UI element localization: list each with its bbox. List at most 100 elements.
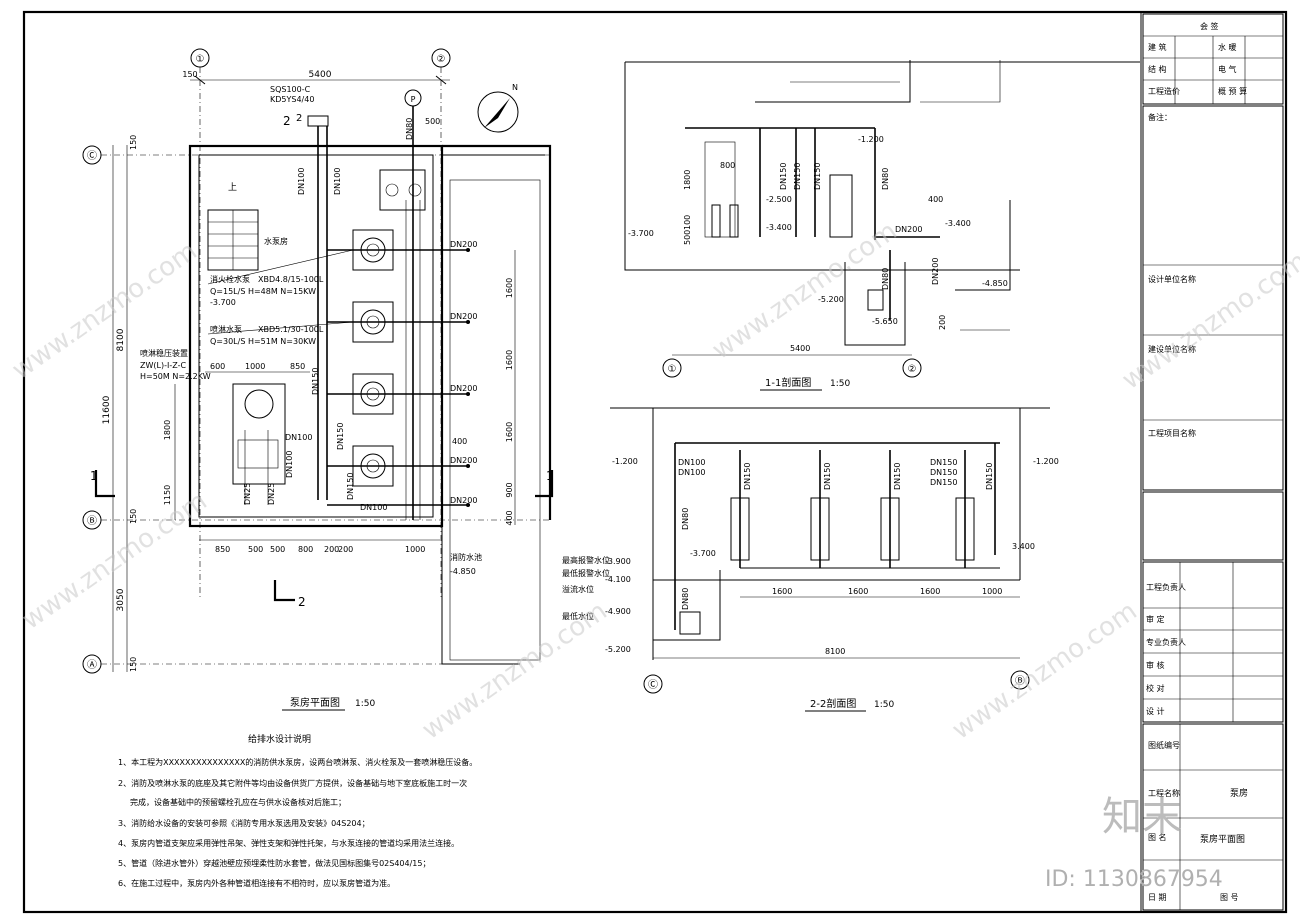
dim-3050: 3050: [116, 588, 126, 611]
title-block: 会 签 建 筑 水 暖 结 构 电 气 工程造价 概 预 算 备注： 设计单位名…: [1142, 13, 1284, 911]
s22-pipe-dn150a: DN150: [743, 463, 752, 490]
pipe-dn200-d: DN200: [450, 456, 477, 465]
note-5: 5、管道（除进水管外）穿越池壁应预埋柔性防水套管，做法见国标图集号02S404/…: [118, 858, 431, 868]
svg-text:2: 2: [298, 595, 306, 609]
stair-up: 上: [228, 182, 237, 193]
svg-text:www.znzmo.com: www.znzmo.com: [1117, 246, 1300, 396]
pump3-label: 喷淋稳压装置: [140, 348, 188, 358]
tb-header: 会 签: [1200, 21, 1219, 31]
dim-b-200a: 200: [324, 545, 339, 554]
tb-project: 泵房: [1230, 787, 1248, 799]
svg-text:工程负责人: 工程负责人: [1146, 582, 1186, 592]
s22-title: 2-2剖面图: [810, 697, 856, 710]
s22-pipe-dn150c: DN150: [893, 463, 902, 490]
s11-dim-800: 800: [720, 161, 735, 170]
valve-model: SQS100-C: [270, 85, 311, 94]
s22-pipe-dn150d: DN150: [930, 458, 957, 467]
s22-dim-1600c: 1600: [920, 587, 940, 596]
svg-text:图 名: 图 名: [1148, 832, 1167, 842]
dim-1150: 1150: [163, 485, 172, 505]
svg-text:结 构: 结 构: [1148, 64, 1167, 74]
svg-text:水 暖: 水 暖: [1218, 42, 1237, 52]
pressure-tank: [232, 383, 286, 485]
svg-text:①: ①: [668, 364, 677, 375]
dim-r-1600a: 1600: [505, 278, 514, 298]
s22-pipe-dn100a: DN100: [678, 458, 705, 467]
pipe-dn200-e: DN200: [450, 496, 477, 505]
dim-400: 400: [452, 437, 467, 446]
dim-b-500a: 500: [248, 545, 263, 554]
tb-drawing-name: 泵房平面图: [1200, 833, 1245, 845]
s11-elev-5200: -5.200: [818, 295, 844, 304]
svg-text:工程造价: 工程造价: [1148, 86, 1180, 96]
s22-pipe-dn150f: DN150: [930, 478, 957, 487]
pipe-dn100-b: DN100: [333, 168, 342, 195]
dim-r-900: 900: [505, 482, 514, 497]
svg-text:②: ②: [908, 364, 917, 375]
s22-note-4: 最低水位: [562, 611, 594, 621]
svg-text:审 核: 审 核: [1146, 660, 1165, 670]
svg-text:1: 1: [546, 469, 554, 483]
s11-dim-400: 400: [928, 195, 943, 204]
north-arrow-icon: N: [477, 83, 519, 133]
svg-text:日 期: 日 期: [1148, 893, 1167, 902]
s11-elev-3400b: -3.400: [945, 219, 971, 228]
pipe-dn200-a: DN200: [450, 240, 477, 249]
s22-elev-1200b: -1.200: [1033, 457, 1059, 466]
title-block-frame: [1140, 11, 1287, 913]
s11-scale: 1:50: [830, 379, 850, 389]
svg-text:概 预 算: 概 预 算: [1218, 86, 1247, 96]
section-1-1: 800 1800 100 500 400 200 -3.700 -2.500 -…: [624, 60, 1140, 391]
svg-text:www.znzmo.com: www.znzmo.com: [417, 596, 613, 746]
pipe-dn100-c: DN100: [360, 503, 387, 512]
svg-text:1: 1: [90, 469, 98, 483]
svg-text:N: N: [512, 83, 518, 92]
pipe-dn100-a: DN100: [297, 168, 306, 195]
pump-3: [880, 497, 900, 561]
dim-1800: 1800: [163, 420, 172, 440]
s22-pipe-dn100b: DN100: [678, 468, 705, 477]
note-1: 1、本工程为XXXXXXXXXXXXXXX的消防供水泵房，设两台喷淋泵、消火栓泵…: [118, 757, 477, 767]
dim-850: 850: [290, 362, 305, 371]
svg-text:2: 2: [296, 113, 302, 124]
svg-text:www.znzmo.com: www.znzmo.com: [17, 486, 213, 636]
svg-text:设计单位名称: 设计单位名称: [1148, 274, 1196, 284]
s11-elev-4850: -4.850: [982, 279, 1008, 288]
pump1-spec: Q=15L/S H=48M N=15KW: [210, 287, 316, 296]
svg-text:设 计: 设 计: [1146, 706, 1165, 716]
s11-pipe-dn80a: DN80: [881, 168, 890, 190]
dim-150-b: 150: [129, 509, 138, 524]
dim-1000: 1000: [245, 362, 265, 371]
stair: 上 水泵房: [207, 182, 288, 271]
plan-view: ① ② Ⓒ Ⓑ Ⓐ 5400 150 11600 8100 3050 150 1…: [82, 48, 554, 711]
pipe-dn200-b: DN200: [450, 312, 477, 321]
s11-dim-500: 500: [683, 230, 692, 245]
s11-elev-1200: -1.200: [858, 135, 884, 144]
s22-pipe-dn150b: DN150: [823, 463, 832, 490]
valve-icon: [307, 115, 329, 127]
pump-row: [352, 229, 394, 487]
notes-title: 给排水设计说明: [248, 733, 311, 745]
svg-text:专业负责人: 专业负责人: [1146, 637, 1186, 647]
dim-r-1600c: 1600: [505, 422, 514, 442]
pipe-dn100-d: DN100: [285, 433, 312, 442]
dim-b-800: 800: [298, 545, 313, 554]
plan-scale: 1:50: [355, 699, 375, 709]
s11-elev-2500: -2.500: [766, 195, 792, 204]
s22-scale: 1:50: [874, 700, 894, 710]
s22-elev-3400: 3.400: [1012, 542, 1035, 551]
s22-pipe-dn150e: DN150: [930, 468, 957, 477]
pump1-model: XBD4.8/15-100L: [258, 275, 324, 284]
pool-elev: -4.850: [450, 567, 476, 576]
dim-r-1600b: 1600: [505, 350, 514, 370]
s11-pipe-dn150c: DN150: [813, 163, 822, 190]
note-3: 3、消防给水设备的安装可参照《消防专用水泵选用及安装》04S204；: [118, 818, 370, 828]
pump-vertical-icon: [829, 174, 853, 238]
dim-r-400: 400: [505, 510, 514, 525]
axis-2: ②: [437, 54, 446, 65]
s11-dim-5400: 5400: [790, 344, 810, 353]
s11-elev-3400a: -3.400: [766, 223, 792, 232]
image-id: ID: 1130867954: [1045, 867, 1223, 892]
svg-text:建设单位名称: 建设单位名称: [1148, 344, 1196, 354]
